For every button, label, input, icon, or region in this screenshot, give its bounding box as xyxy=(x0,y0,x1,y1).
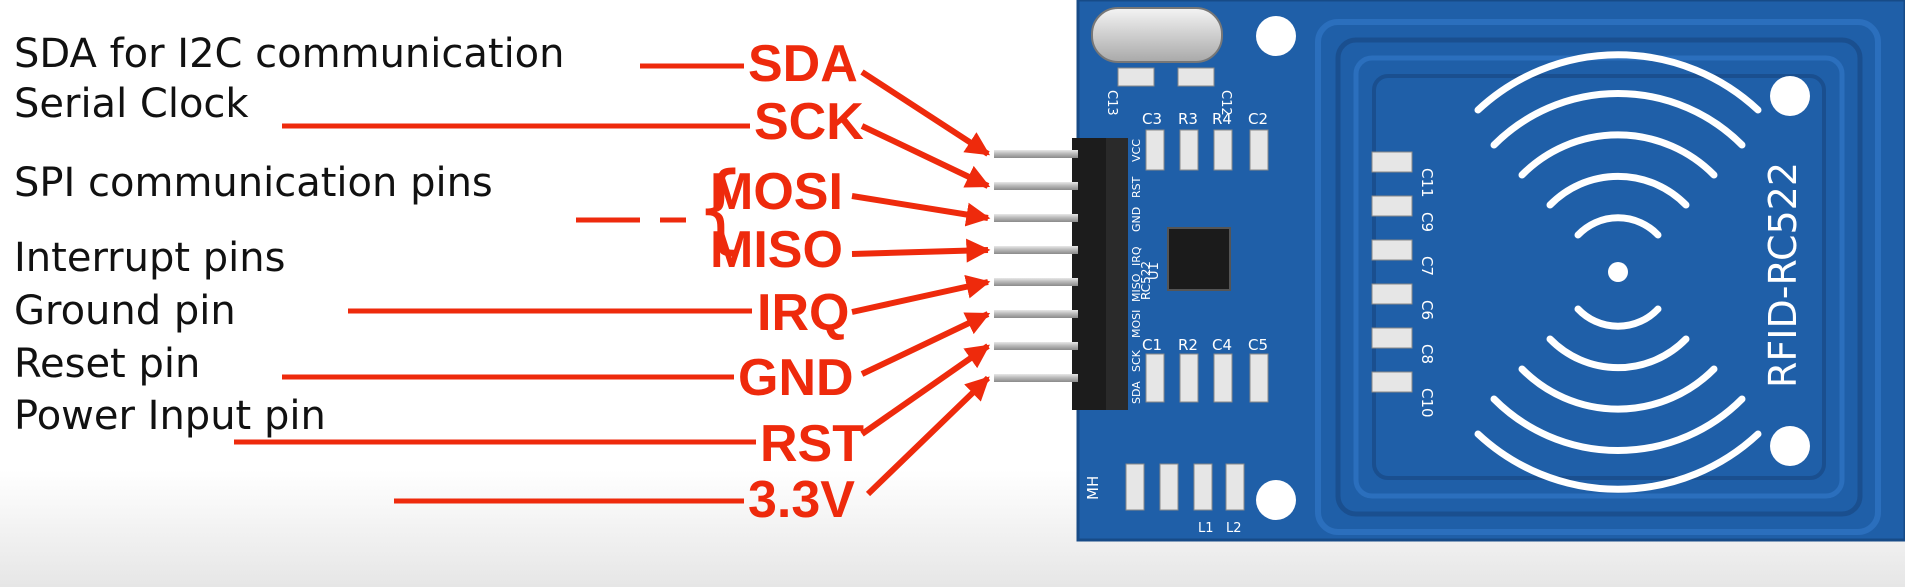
leader-lines xyxy=(234,66,756,501)
rfid-board: RC522 xyxy=(994,0,1905,540)
svg-text:L2: L2 xyxy=(1226,521,1242,536)
svg-text:C6: C6 xyxy=(1418,300,1436,320)
svg-text:MOSI: MOSI xyxy=(1130,310,1143,338)
svg-text:SCK: SCK xyxy=(1130,349,1143,372)
svg-text:C9: C9 xyxy=(1418,212,1436,232)
svg-text:MH: MH xyxy=(1084,476,1102,500)
svg-text:VCC: VCC xyxy=(1130,139,1143,162)
svg-text:C8: C8 xyxy=(1418,344,1436,364)
svg-text:R3: R3 xyxy=(1178,110,1198,128)
svg-text:C2: C2 xyxy=(1248,110,1268,128)
pin-arrows xyxy=(852,72,988,494)
pin-header xyxy=(1072,138,1106,410)
svg-text:SDA: SDA xyxy=(1130,381,1143,404)
mount-hole xyxy=(1256,480,1296,520)
svg-text:C11: C11 xyxy=(1418,168,1436,198)
svg-text:C7: C7 xyxy=(1418,256,1436,276)
svg-text:IRQ: IRQ xyxy=(1130,246,1143,266)
svg-text:C10: C10 xyxy=(1418,388,1436,418)
mount-hole xyxy=(1770,426,1810,466)
svg-text:C3: C3 xyxy=(1142,110,1162,128)
board-name-label: RFID-RC522 xyxy=(1761,162,1805,388)
svg-text:R2: R2 xyxy=(1178,336,1198,354)
rc522-chip xyxy=(1168,228,1230,290)
svg-text:GND: GND xyxy=(1130,207,1143,232)
svg-text:C13: C13 xyxy=(1104,90,1119,116)
svg-text:C5: C5 xyxy=(1248,336,1268,354)
svg-text:MISO: MISO xyxy=(1130,273,1143,302)
svg-text:C1: C1 xyxy=(1142,336,1162,354)
svg-text:L1: L1 xyxy=(1198,521,1214,536)
svg-text:U1: U1 xyxy=(1147,262,1162,280)
header-pins xyxy=(994,150,1078,382)
mount-hole xyxy=(1770,76,1810,116)
mount-hole xyxy=(1256,16,1296,56)
svg-text:C4: C4 xyxy=(1212,336,1232,354)
crystal-oscillator xyxy=(1092,8,1222,62)
svg-text:RST: RST xyxy=(1130,176,1143,198)
svg-text:C12: C12 xyxy=(1218,90,1233,116)
